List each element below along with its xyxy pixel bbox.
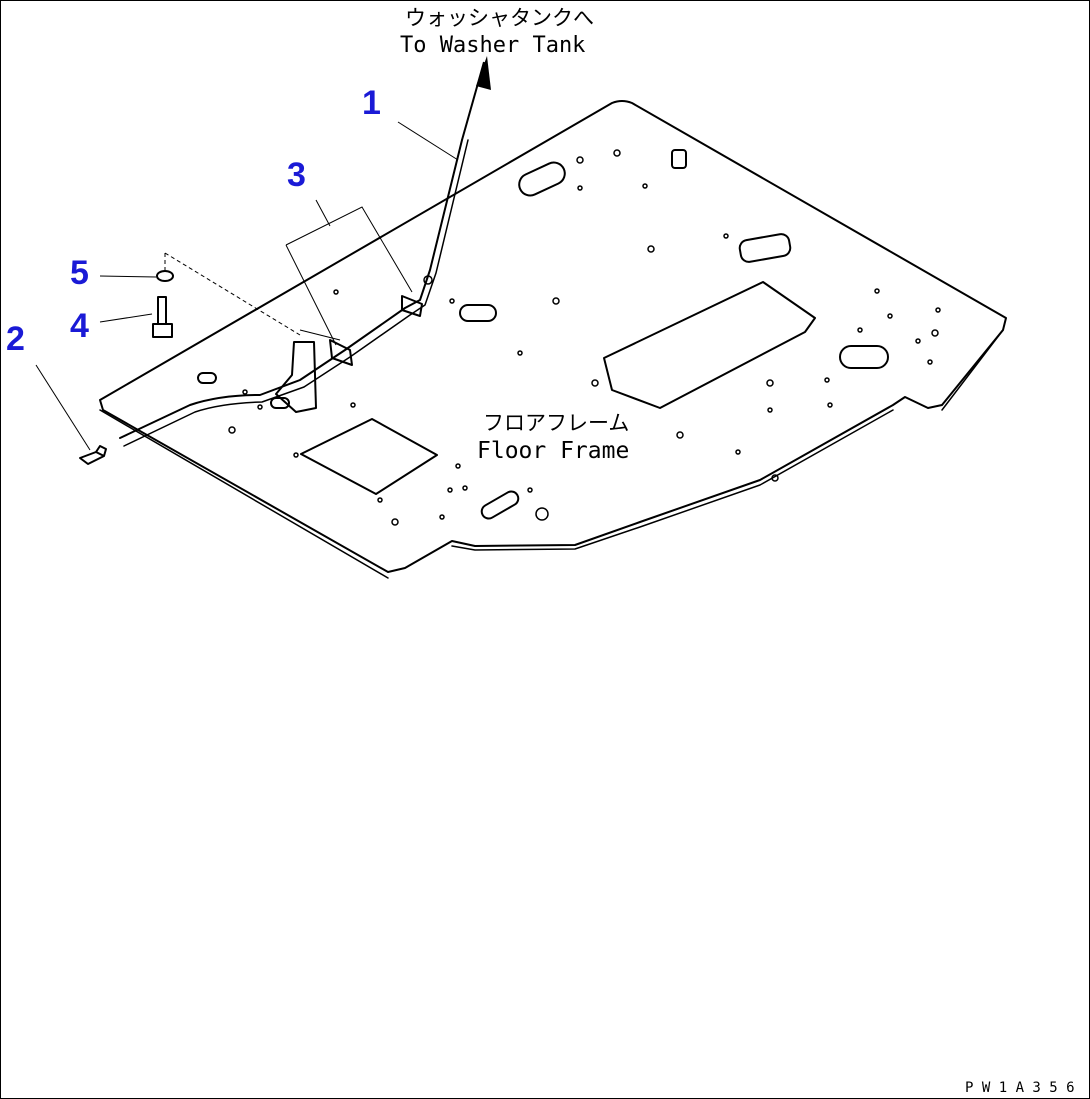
mount-hole [874, 288, 880, 294]
mount-hole [576, 156, 584, 164]
mount-hole [228, 426, 236, 434]
mount-hole [591, 379, 599, 387]
leader-line-5 [99, 275, 157, 278]
mount-hole [462, 485, 468, 491]
drawing-code: P W 1 A 3 5 6 [965, 1080, 1075, 1096]
mount-hole [535, 507, 549, 521]
opening-large-left [300, 418, 438, 495]
mount-hole [350, 402, 356, 408]
mount-hole [391, 518, 399, 526]
pipe-pointer-line [299, 329, 341, 341]
slot-opening [197, 372, 217, 384]
floor-frame-label-en: Floor Frame [477, 438, 629, 464]
leader-line-3 [285, 199, 413, 346]
callout-4: 4 [70, 307, 89, 345]
mount-hole [647, 245, 655, 253]
mount-hole [613, 149, 621, 157]
mount-hole [449, 298, 455, 304]
mount-hole [577, 185, 583, 191]
mount-hole [927, 359, 933, 365]
mount-hole [767, 407, 773, 413]
slot-opening [459, 304, 497, 322]
leader-line-2 [35, 364, 91, 451]
mount-hole [447, 487, 453, 493]
hose-clamp [401, 295, 423, 317]
mount-hole [771, 474, 779, 482]
mount-hole [642, 183, 648, 189]
slot-opening [518, 161, 566, 197]
mount-hole [423, 275, 433, 285]
mount-hole [723, 233, 729, 239]
opening-large-right [603, 281, 816, 409]
callout-3: 3 [287, 156, 306, 194]
mount-hole [676, 431, 684, 439]
washer-tank-label-en: To Washer Tank [400, 33, 585, 58]
floor-frame-edge [99, 329, 1004, 579]
mount-hole [439, 514, 445, 520]
mount-hole [455, 463, 461, 469]
mount-hole [887, 313, 893, 319]
mount-hole [517, 350, 523, 356]
bolt-part [152, 296, 173, 338]
arrowhead-icon [476, 56, 491, 90]
washer-tank-label-jp: ウォッシャタンクへ [405, 6, 594, 30]
mount-hole [257, 404, 263, 410]
mount-hole [931, 329, 939, 337]
hose-main-inner [123, 139, 469, 447]
leader-line-5-ref [164, 252, 301, 336]
mount-hole [242, 389, 248, 395]
mount-hole [527, 487, 533, 493]
mount-hole [552, 297, 560, 305]
callout-1: 1 [362, 84, 381, 122]
floor-frame-label-jp: フロアフレーム [483, 411, 629, 435]
mount-hole [827, 402, 833, 408]
mount-bracket [275, 341, 317, 413]
nozzle-part [79, 445, 107, 465]
boss [671, 149, 687, 169]
callout-5: 5 [70, 254, 89, 292]
mount-hole [333, 289, 339, 295]
slot-opening [839, 345, 889, 369]
mount-hole [735, 449, 741, 455]
hose-main [119, 139, 463, 439]
mount-hole [824, 377, 830, 383]
callout-2: 2 [6, 320, 25, 358]
floor-frame-outline [99, 100, 1007, 573]
mount-hole [766, 379, 774, 387]
washer-part [156, 270, 174, 282]
leader-line-4 [99, 313, 153, 323]
hose-clamp [329, 339, 353, 366]
leader-line-1 [397, 121, 459, 161]
mount-hole [377, 497, 383, 503]
mount-hole [935, 307, 941, 313]
slot-opening [480, 490, 520, 520]
mount-hole [857, 327, 863, 333]
slot-opening [738, 233, 792, 263]
mount-hole [915, 338, 921, 344]
mount-hole [293, 452, 299, 458]
